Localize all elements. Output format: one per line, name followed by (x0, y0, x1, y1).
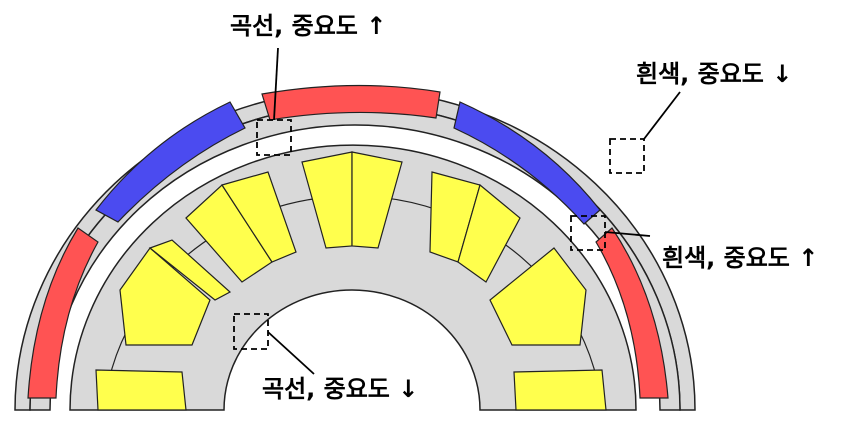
coil-5b (457, 183, 521, 283)
highlight-box-white-down (609, 138, 645, 174)
coils (95, 151, 607, 411)
magnet-red-top (261, 84, 441, 121)
annotation-curve-down: 곡선, 중요도 ↓ (262, 375, 418, 403)
leader-curve-down (267, 331, 315, 375)
leader-white-up (604, 231, 651, 237)
annotation-white-down: 흰색, 중요도 ↓ (636, 60, 792, 88)
coil-2b (148, 239, 232, 301)
highlight-box-curve-down (233, 313, 269, 350)
coil-4b (351, 151, 403, 249)
annotation-white-up: 흰색, 중요도 ↑ (662, 244, 818, 272)
magnet-red-right (595, 227, 669, 399)
leader-white-down (643, 91, 681, 140)
highlight-box-white-up (570, 215, 606, 251)
coil-3b (221, 171, 297, 263)
magnets (27, 84, 669, 399)
coil-6 (489, 247, 587, 346)
coil-1 (95, 369, 187, 411)
annotation-curve-up: 곡선, 중요도 ↑ (230, 12, 386, 40)
magnet-blue-right (453, 101, 601, 225)
magnet-blue-left (95, 101, 246, 223)
magnet-red-left (27, 227, 99, 399)
highlight-box-curve-up (256, 119, 292, 156)
leader-curve-up (273, 47, 279, 121)
coil-7 (513, 369, 607, 411)
coil-2 (119, 247, 211, 346)
